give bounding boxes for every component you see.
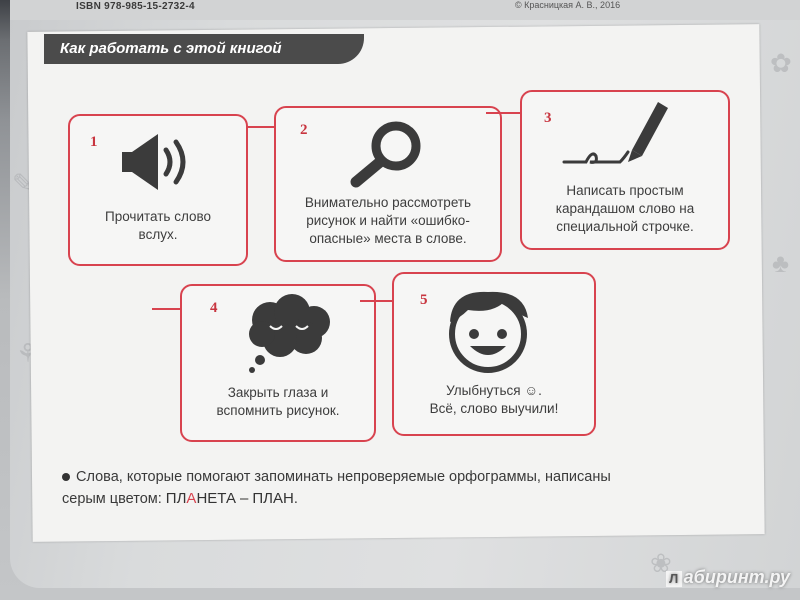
pencil-icon	[562, 102, 668, 164]
doodle-icon: ♣	[772, 248, 790, 278]
doodle-icon: ✿	[770, 48, 792, 78]
previous-page-strip: ISBN 978-985-15-2732-4 © Красницкая А. В…	[10, 0, 800, 20]
magnifier-icon	[350, 121, 421, 188]
step-1-caption: Прочитать слово вслух.	[104, 209, 212, 242]
step-2-number: 2	[300, 122, 308, 138]
step-4-number: 4	[210, 300, 218, 316]
step-5-caption: Улыбнуться ☺. Всё, слово выучили!	[429, 383, 559, 416]
speaker-icon	[122, 134, 186, 190]
step-4-caption: Закрыть глаза и вспомнить рисунок.	[216, 385, 340, 418]
arrow-icon	[360, 295, 404, 307]
doodle-icon: ❀	[650, 548, 672, 578]
step-3-number: 3	[544, 110, 552, 126]
isbn-text: ISBN 978-985-15-2732-4	[76, 1, 195, 12]
note-line-2: серым цветом: ПЛАНЕТА – ПЛАН.	[62, 490, 298, 507]
watermark-logo-icon: Л	[665, 571, 682, 587]
step-1-number: 1	[90, 134, 98, 150]
step-3-box	[520, 90, 730, 250]
note-line-1: Слова, которые помогают запоминать непро…	[62, 466, 752, 488]
step-3-caption: Написать простым карандашом слово на спе…	[555, 183, 695, 234]
example-root-word: ПЛАН	[252, 490, 294, 507]
step-2-caption: Внимательно рассмотреть рисунок и найти …	[304, 195, 472, 246]
thought-cloud-icon	[249, 294, 330, 373]
step-5-number: 5	[420, 292, 428, 308]
example-word: ПЛАНЕТА	[165, 490, 236, 507]
section-header: Как работать с этой книгой	[44, 34, 364, 64]
bullet-icon	[62, 473, 70, 482]
copyright-text: © Красницкая А. В., 2016	[515, 0, 621, 10]
note-paragraph: Слова, которые помогают запоминать непро…	[62, 466, 752, 510]
smiling-face-icon	[449, 291, 528, 373]
arrow-icon	[486, 107, 532, 119]
